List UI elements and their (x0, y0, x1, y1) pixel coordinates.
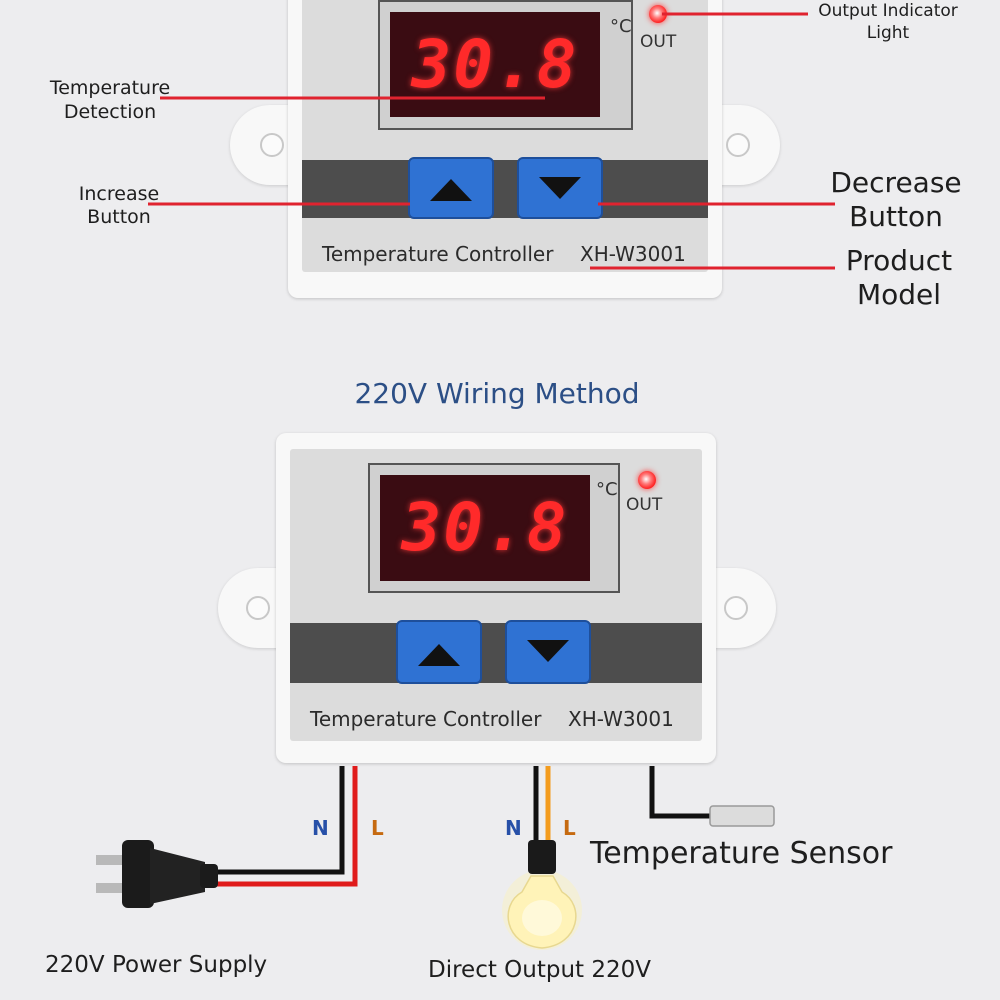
button-strip (302, 160, 708, 218)
power-supply-label: 220V Power Supply (45, 952, 268, 978)
top-controller: 30.8 °C OUT Temperature Controller XH-W3… (230, 0, 780, 300)
decrease-button[interactable] (505, 620, 591, 684)
temperature-reading: 30.8 (411, 26, 579, 103)
model-number: XH-W3001 (580, 242, 686, 266)
temperature-display: 30.8 (380, 475, 590, 581)
triangle-down-icon (527, 640, 569, 662)
button-strip (290, 623, 702, 683)
decrease-button[interactable] (517, 157, 603, 219)
wire-power-live (150, 766, 358, 887)
out-label: OUT (640, 32, 677, 52)
output-indicator-led (638, 471, 656, 489)
mounting-hole (726, 133, 750, 157)
output-indicator-led (649, 5, 667, 23)
power-plug-icon (96, 840, 218, 908)
output-indicator-label: Output Indicator Light (808, 0, 968, 44)
power-live-label: L (371, 816, 384, 840)
output-live-label: L (563, 816, 576, 840)
triangle-up-icon (430, 179, 472, 201)
bottom-controller: 30.8 °C OUT Temperature Controller XH-W3… (218, 433, 778, 768)
brand-text: Temperature Controller (322, 242, 554, 266)
triangle-up-icon (418, 644, 460, 666)
celsius-unit: °C (596, 479, 618, 500)
power-neutral-label: N (312, 816, 329, 840)
model-number: XH-W3001 (568, 707, 674, 731)
celsius-unit: °C (610, 16, 632, 37)
temperature-sensor-probe (709, 805, 775, 827)
product-model-label: Product Model (845, 244, 953, 311)
mounting-hole (724, 596, 748, 620)
decrease-button-label: Decrease Button (830, 166, 962, 233)
temperature-detection-label: Temperature Detection (49, 77, 171, 123)
mounting-hole (246, 596, 270, 620)
mounting-hole (260, 133, 284, 157)
brand-text: Temperature Controller (310, 707, 542, 731)
triangle-down-icon (539, 177, 581, 199)
temperature-sensor-label: Temperature Sensor (590, 836, 893, 871)
right-mounting-ear (670, 105, 780, 185)
increase-button[interactable] (396, 620, 482, 684)
increase-button[interactable] (408, 157, 494, 219)
output-neutral-label: N (505, 816, 522, 840)
wiring-method-title: 220V Wiring Method (354, 377, 640, 410)
temperature-reading: 30.8 (401, 489, 569, 566)
out-label: OUT (626, 495, 663, 515)
sensor-cable (649, 766, 712, 819)
light-bulb-icon (502, 840, 582, 950)
direct-output-label: Direct Output 220V (428, 957, 652, 983)
increase-button-label: Increase Button (78, 183, 160, 228)
